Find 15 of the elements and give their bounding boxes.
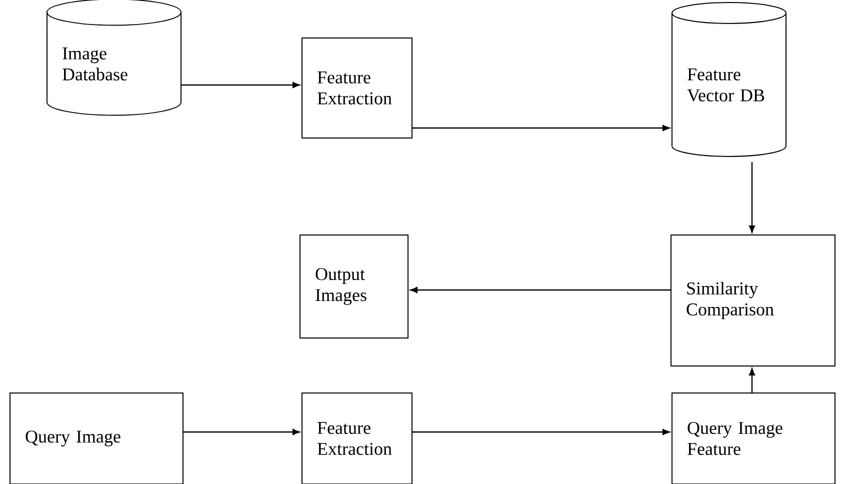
process-box: Output Images <box>300 234 408 338</box>
arrow <box>748 162 756 233</box>
arrow <box>748 368 756 392</box>
arrow <box>182 82 300 88</box>
arrow <box>412 428 670 436</box>
process-box: Feature Extraction <box>302 38 412 138</box>
process-box: Query Image Feature <box>672 392 836 484</box>
database-cylinder: Image Database <box>46 0 182 116</box>
arrow <box>410 286 670 294</box>
process-box: Query Image <box>10 392 184 484</box>
process-box: Similarity Comparison <box>670 234 836 366</box>
arrow <box>184 428 300 436</box>
process-box: Feature Extraction <box>302 392 412 484</box>
arrow <box>412 124 670 132</box>
database-cylinder: Feature Vector DB <box>672 2 786 157</box>
